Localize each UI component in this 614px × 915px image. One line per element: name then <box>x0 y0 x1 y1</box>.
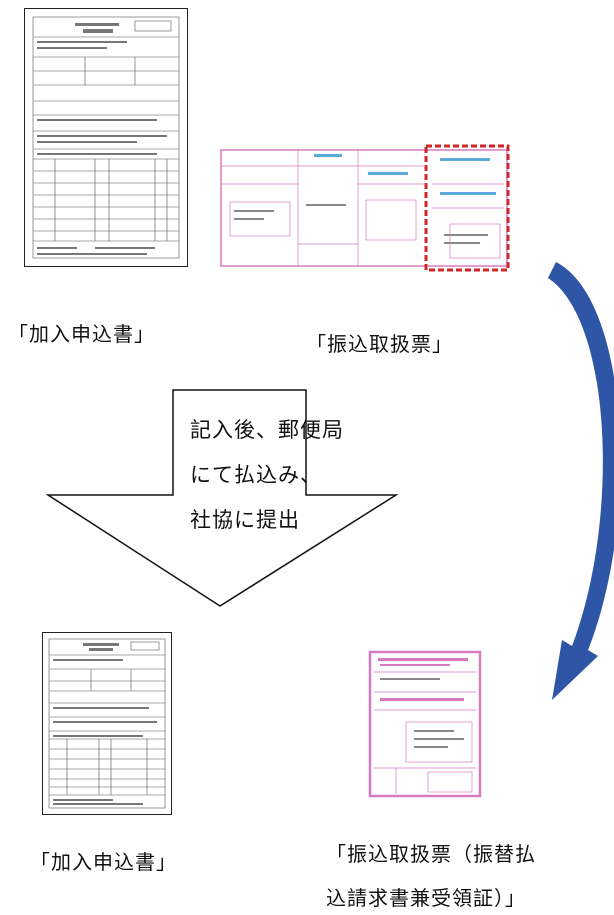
arrow-text-line-1: 記入後、郵便局 <box>190 418 344 442</box>
transfer-slip-image-bottom <box>366 648 484 800</box>
application-form-image-top <box>24 8 188 267</box>
slip-label-bottom-line-2: 込請求書兼受領証）」 <box>326 886 526 910</box>
arrow-text-line-2: にて払込み、 <box>190 463 322 487</box>
form-label-bottom: 「加入申込書」 <box>30 850 177 874</box>
down-block-arrow-icon <box>45 389 399 607</box>
application-form-image-bottom <box>42 632 172 815</box>
transfer-slip-image-top <box>218 144 512 272</box>
slip-label-bottom-line-1: 「振込取扱票（振替払 <box>326 842 536 866</box>
form-label-top: 「加入申込書」 <box>8 322 155 346</box>
slip-label-top: 「振込取扱票」 <box>306 332 453 356</box>
arrow-text-line-3: 社協に提出 <box>190 508 300 532</box>
